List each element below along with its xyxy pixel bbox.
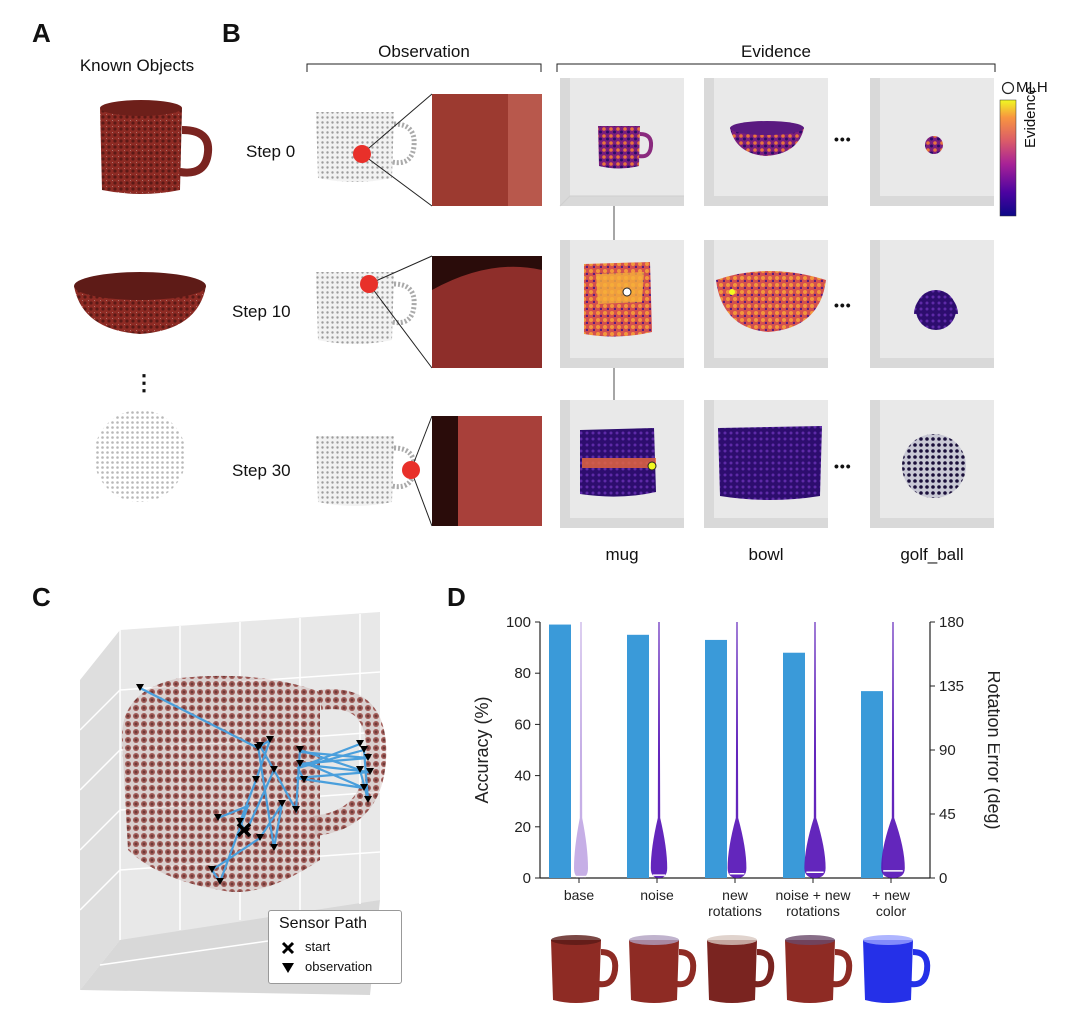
step-label-10: Step 10: [232, 302, 291, 321]
known-mug-image: [100, 100, 213, 194]
y2-tick-label: 90: [939, 742, 956, 759]
accuracy-bar: [705, 639, 727, 878]
condition-thumbnail-rim: [629, 935, 679, 945]
y2-tick-label: 135: [939, 678, 964, 695]
observation-row-10: [316, 255, 542, 369]
x-tick-label: new: [722, 887, 749, 903]
y2-tick-label: 45: [939, 806, 956, 823]
condition-thumbnail-handle: [754, 949, 775, 988]
observation-markers: [136, 684, 374, 885]
condition-thumbnail-handle: [676, 949, 697, 988]
evidence-colorbar: [999, 99, 1017, 217]
panel-d-letter: D: [447, 582, 466, 612]
known-golf-ball-image: [94, 410, 186, 502]
y-tick-label: 0: [523, 870, 531, 887]
legend-mlh-label: MLH: [1016, 79, 1048, 96]
object-label-golf-ball: golf_ball: [900, 545, 964, 564]
evidence-ellipsis-row-1: •••: [834, 297, 852, 313]
evidence-header: Evidence: [741, 42, 811, 61]
accuracy-bar: [549, 624, 571, 878]
panel-b-figure: [306, 63, 1017, 528]
condition-thumbnail-handle: [598, 949, 619, 988]
observation-row-0: [316, 93, 542, 207]
legend-start-icon: [281, 941, 295, 955]
legend-start-label: start: [305, 939, 331, 954]
condition-thumbnail: [629, 940, 679, 1003]
condition-thumbnail-handle: [910, 949, 931, 988]
y-tick-label: 60: [514, 716, 531, 733]
y2-tick-label: 180: [939, 614, 964, 631]
legend-observation-icon: [282, 963, 294, 973]
legend-title: Sensor Path: [279, 915, 368, 932]
colorbar-label-text: Evidence: [1022, 86, 1039, 148]
rotation-error-violin: [804, 622, 826, 878]
condition-thumbnail-rim: [551, 935, 601, 945]
start-marker-icon: [236, 822, 252, 838]
step-label-0: Step 0: [246, 142, 296, 161]
accuracy-bar: [783, 652, 805, 878]
rotation-error-violin: [650, 622, 668, 878]
condition-thumbnail-rim: [707, 935, 757, 945]
panel-a-letter: A: [32, 18, 51, 48]
x-tick-label: noise + new: [775, 887, 851, 903]
panel-c-letter: C: [32, 582, 51, 612]
x-tick-label: noise: [640, 887, 674, 903]
evidence-ellipsis-row-2: •••: [834, 458, 852, 474]
condition-thumbnail: [707, 940, 757, 1003]
panel-b-letter: B: [222, 18, 241, 48]
x-tick-label: + new: [872, 887, 911, 903]
condition-thumbnail: [863, 940, 913, 1003]
evidence-ellipsis-row-0: •••: [834, 131, 852, 147]
legend-observation-label: observation: [305, 959, 373, 974]
step-label-30: Step 30: [232, 461, 291, 480]
rotation-error-violin: [881, 622, 905, 878]
x-tick-label: base: [564, 887, 595, 903]
known-objects-title: Known Objects: [79, 56, 195, 75]
condition-thumbnail: [785, 940, 835, 1003]
rotation-error-violin: [574, 622, 588, 878]
object-label-bowl: bowl: [748, 545, 784, 564]
y-axis-label: Accuracy (%): [472, 696, 492, 803]
evidence-grid: [559, 78, 994, 528]
rotation-error-violin: [727, 622, 747, 878]
known-bowl-image: [74, 272, 206, 334]
observation-row-30: [316, 415, 542, 527]
observation-header: Observation: [378, 42, 470, 61]
condition-thumbnail: [551, 940, 601, 1003]
x-tick-label: color: [876, 903, 907, 919]
y2-axis-label: Rotation Error (deg): [984, 670, 1000, 829]
accuracy-bar: [861, 691, 883, 878]
y-tick-label: 80: [514, 665, 531, 682]
object-label-mug: mug: [605, 545, 639, 564]
y-tick-label: 20: [514, 819, 531, 836]
condition-thumbnail-rim: [863, 935, 913, 945]
sensor-path-plot: [79, 612, 387, 995]
known-objects-ellipsis: ⋮: [133, 370, 155, 395]
x-tick-label: rotations: [708, 903, 762, 919]
mlh-marker-icon: [1001, 81, 1015, 95]
y-tick-label: 100: [506, 614, 531, 631]
sensor-path-legend: Sensor Path start observation: [268, 910, 402, 984]
y-tick-label: 40: [514, 768, 531, 785]
condition-thumbnail-rim: [785, 935, 835, 945]
condition-thumbnail-handle: [832, 949, 853, 988]
known-objects-images: [74, 100, 213, 502]
y2-tick-label: 0: [939, 870, 947, 887]
x-tick-label: rotations: [786, 903, 840, 919]
accuracy-bar: [627, 634, 649, 878]
